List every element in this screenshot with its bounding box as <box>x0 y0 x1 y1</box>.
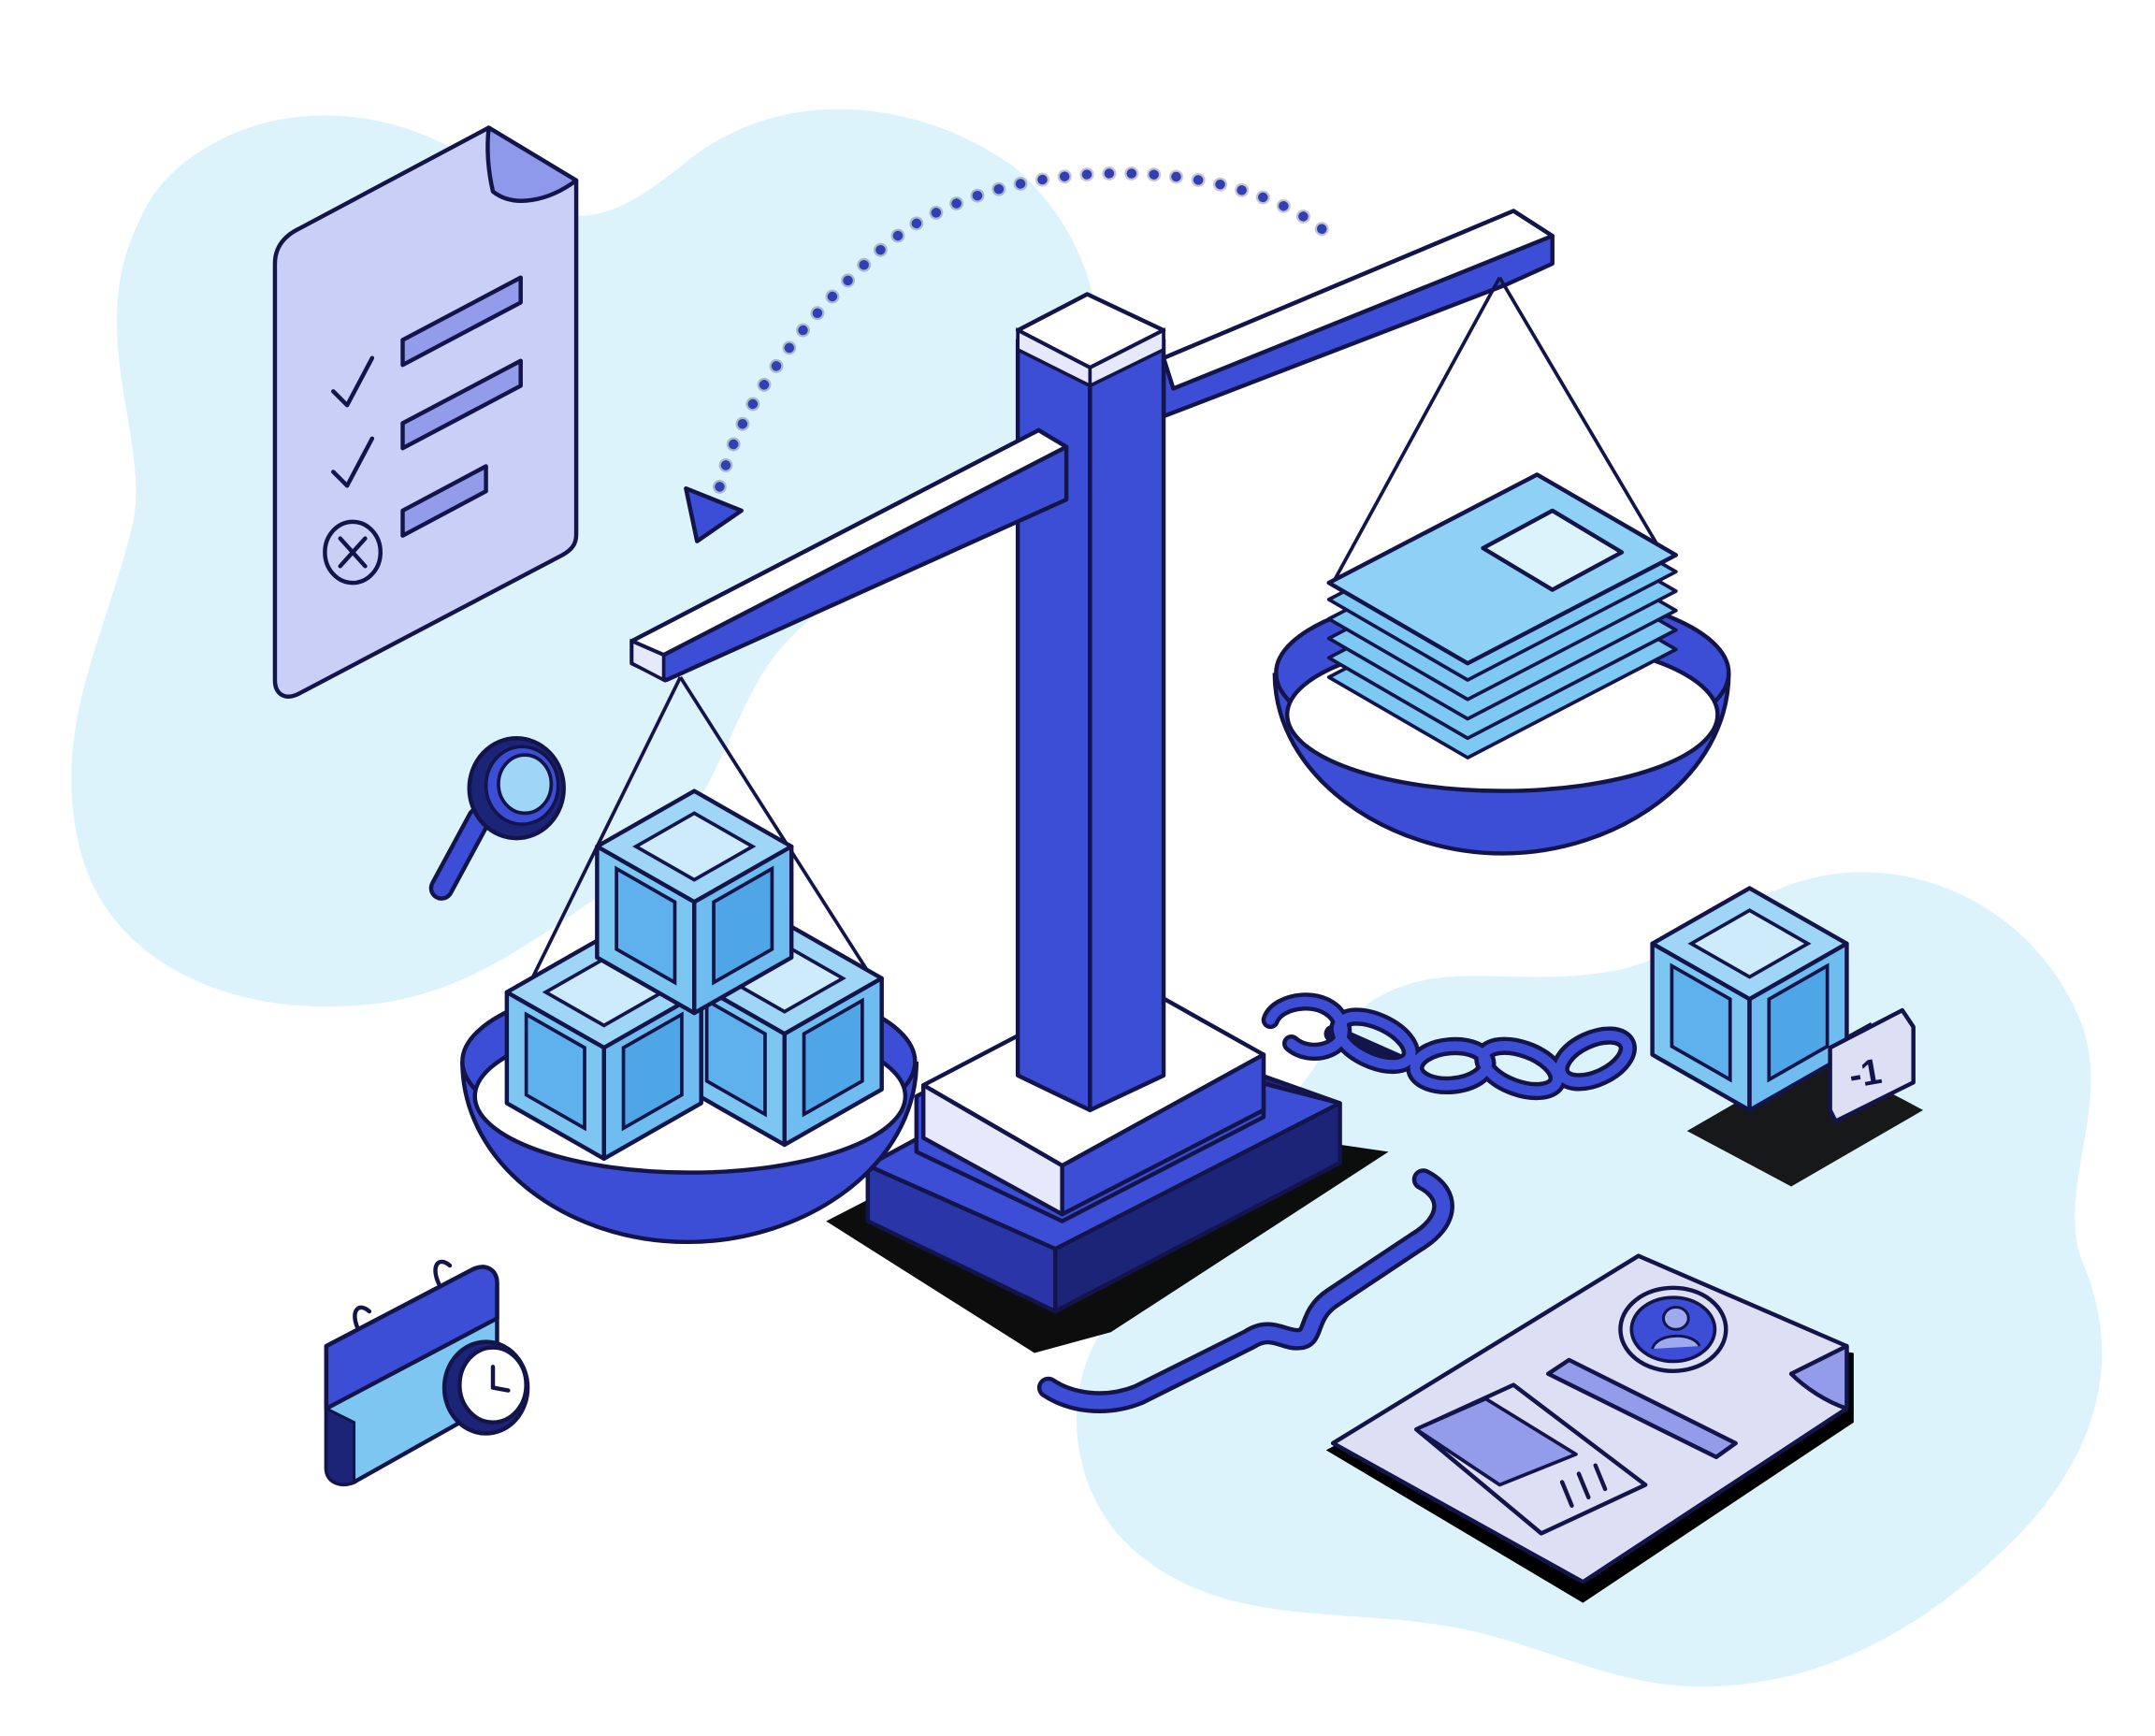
beam-left <box>629 427 1069 684</box>
avatar-icon <box>1618 1285 1728 1374</box>
document-stack-icon <box>1326 472 1679 760</box>
scale-pillar <box>1015 292 1166 1113</box>
magnifier-icon <box>428 736 566 901</box>
calendar-icon <box>324 1259 530 1486</box>
chain-icon-fill <box>1266 996 1633 1096</box>
check-icon <box>331 355 375 408</box>
curly-brace <box>1036 1168 1454 1413</box>
clock-icon <box>441 1339 530 1436</box>
checklist-document-icon <box>272 125 579 699</box>
curved-arrow-icon <box>684 166 1329 543</box>
checklist-item <box>331 358 523 488</box>
profile-card-icon <box>1325 1253 1854 1603</box>
check-icon <box>331 436 375 488</box>
beam-right <box>1161 209 1555 419</box>
checklist-item <box>323 464 488 586</box>
tag-badge: -1 <box>1828 1007 1916 1123</box>
checklist-item <box>331 275 523 408</box>
tag-badge-label: -1 <box>1846 1051 1885 1096</box>
chained-cube: -1 <box>1653 889 1924 1187</box>
x-circle-icon <box>323 519 383 586</box>
